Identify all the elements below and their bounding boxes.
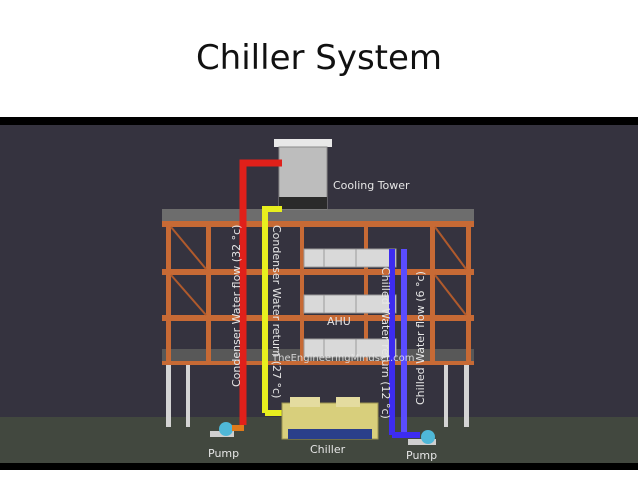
diagram-frame: Cooling Tower Condenser Water flow (32 [0, 117, 638, 470]
pump-right-icon [408, 430, 436, 445]
cooling-tower-label: Cooling Tower [333, 179, 410, 192]
cooling-tower [274, 139, 332, 210]
watermark: TheEngineeringMindset.com [271, 353, 415, 364]
chiller-system-diagram: Cooling Tower Condenser Water flow (32 [0, 125, 638, 463]
pump-left-icon [210, 422, 244, 437]
ahu-units [303, 248, 397, 358]
ahu-label: AHU [327, 315, 351, 328]
chilled-water-return-label: Chilled Water return (12 °c) [379, 267, 392, 419]
chiller-label: Chiller [310, 443, 346, 456]
condenser-water-flow-pipe [239, 159, 282, 425]
chiller-unit [281, 397, 379, 440]
slide-title: Chiller System [195, 38, 443, 78]
chilled-water-flow-label: Chilled Water flow (6 °c) [414, 271, 427, 405]
pump-right-label: Pump [406, 449, 437, 462]
condenser-water-return-label: Condenser Water return (27 °c) [270, 225, 283, 398]
pump-left-label: Pump [208, 447, 239, 460]
condenser-water-return-pipe [262, 206, 282, 413]
condenser-water-flow-label: Condenser Water flow (32 °c) [230, 225, 243, 387]
